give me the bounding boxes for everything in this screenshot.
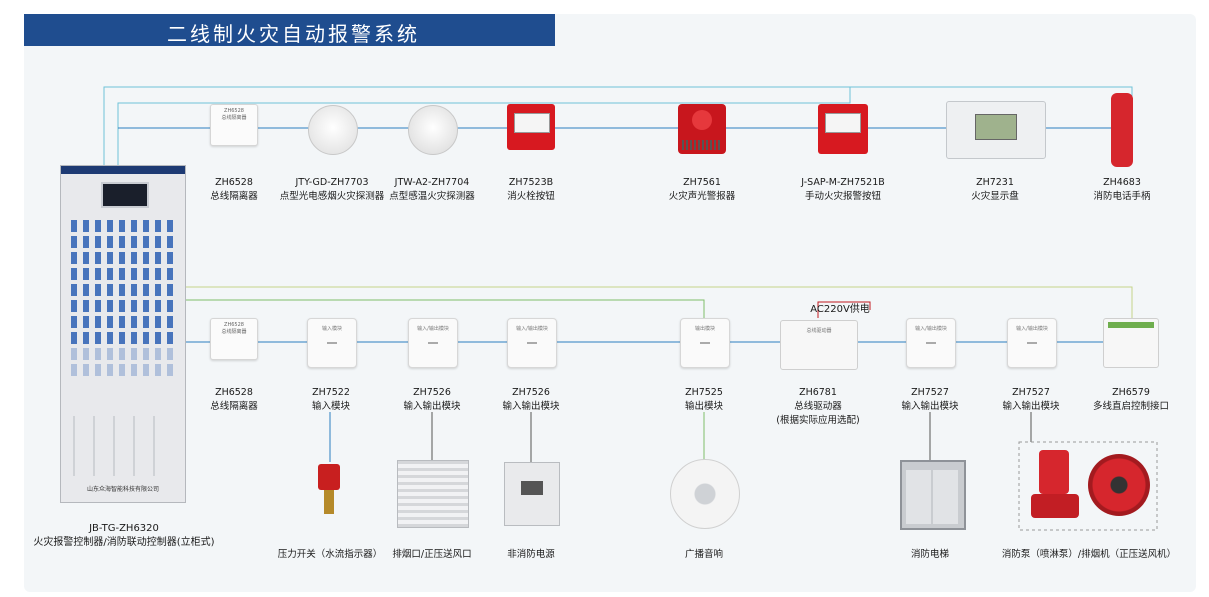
- smoke-detector-icon: [308, 105, 358, 155]
- output-module-link: [184, 299, 705, 318]
- field-device-label: 非消防电源: [507, 549, 555, 560]
- fire-phone-icon: [1111, 93, 1133, 167]
- page-title: 二线制火灾自动报警系统: [167, 22, 420, 46]
- field-device-label: 排烟口/正压送风口: [392, 549, 472, 560]
- fire-display-panel-icon: [946, 101, 1046, 159]
- controller-name: 火灾报警控制器/消防联动控制器(立柜式): [33, 537, 215, 548]
- controller-label: JB-TG-ZH6320 火灾报警控制器/消防联动控制器(立柜式): [33, 522, 214, 550]
- controller-model: JB-TG-ZH6320: [89, 523, 159, 534]
- power-line: [817, 301, 871, 318]
- cabinet-brand: 山东众海智能科技有限公司: [86, 486, 159, 493]
- field-device-label: 广播音响: [684, 549, 724, 560]
- output-module-icon: 输出模块: [680, 318, 730, 368]
- field-device-label: 消防泵（喷淋泵）/排烟机（正压送风机）: [1001, 549, 1177, 560]
- cabinet-vent: [73, 416, 173, 476]
- manual-call-point-icon: [818, 104, 868, 154]
- io-module-icon: 输入/输出模块: [1007, 318, 1057, 368]
- field-device-label: 消防电梯: [910, 549, 950, 560]
- field-device-label: 压力开关（水流指示器）: [277, 549, 383, 560]
- ceiling-speaker-icon: [670, 459, 740, 529]
- pressure-switch-icon: [304, 462, 352, 528]
- hydrant-button-icon: [507, 104, 555, 150]
- heat-detector-icon: [408, 105, 458, 155]
- smoke-vent-icon: [397, 460, 469, 528]
- multi-line-interface-icon: [1103, 318, 1159, 368]
- power-label: AC220V供电: [810, 304, 870, 315]
- controller-cabinet: 山东众海智能科技有限公司: [60, 165, 186, 503]
- fire-pump-icon: [1027, 448, 1083, 524]
- bus-driver-icon: 总线驱动器: [780, 320, 858, 370]
- title-bar: 二线制火灾自动报警系统: [24, 14, 555, 46]
- cabinet-screen: [101, 182, 149, 208]
- circuit-breaker-icon: [504, 462, 560, 526]
- sounder-strobe-icon: [678, 104, 726, 154]
- elevator-icon: [900, 460, 966, 530]
- io-module-icon: 输入/输出模块: [408, 318, 458, 368]
- exhaust-fan-icon: [1088, 454, 1152, 520]
- io-module-icon: 输入/输出模块: [906, 318, 956, 368]
- io-module-icon: 输入/输出模块: [507, 318, 557, 368]
- input-module-icon: 输入模块: [307, 318, 357, 368]
- pump-group-box: [1018, 441, 1158, 531]
- cabinet-key-panel: [71, 220, 175, 380]
- bottom-bus-line: [184, 286, 1133, 318]
- top-bus-line: [103, 86, 834, 168]
- cabinet-top: [61, 166, 185, 174]
- top-bus-line-3: [117, 87, 851, 168]
